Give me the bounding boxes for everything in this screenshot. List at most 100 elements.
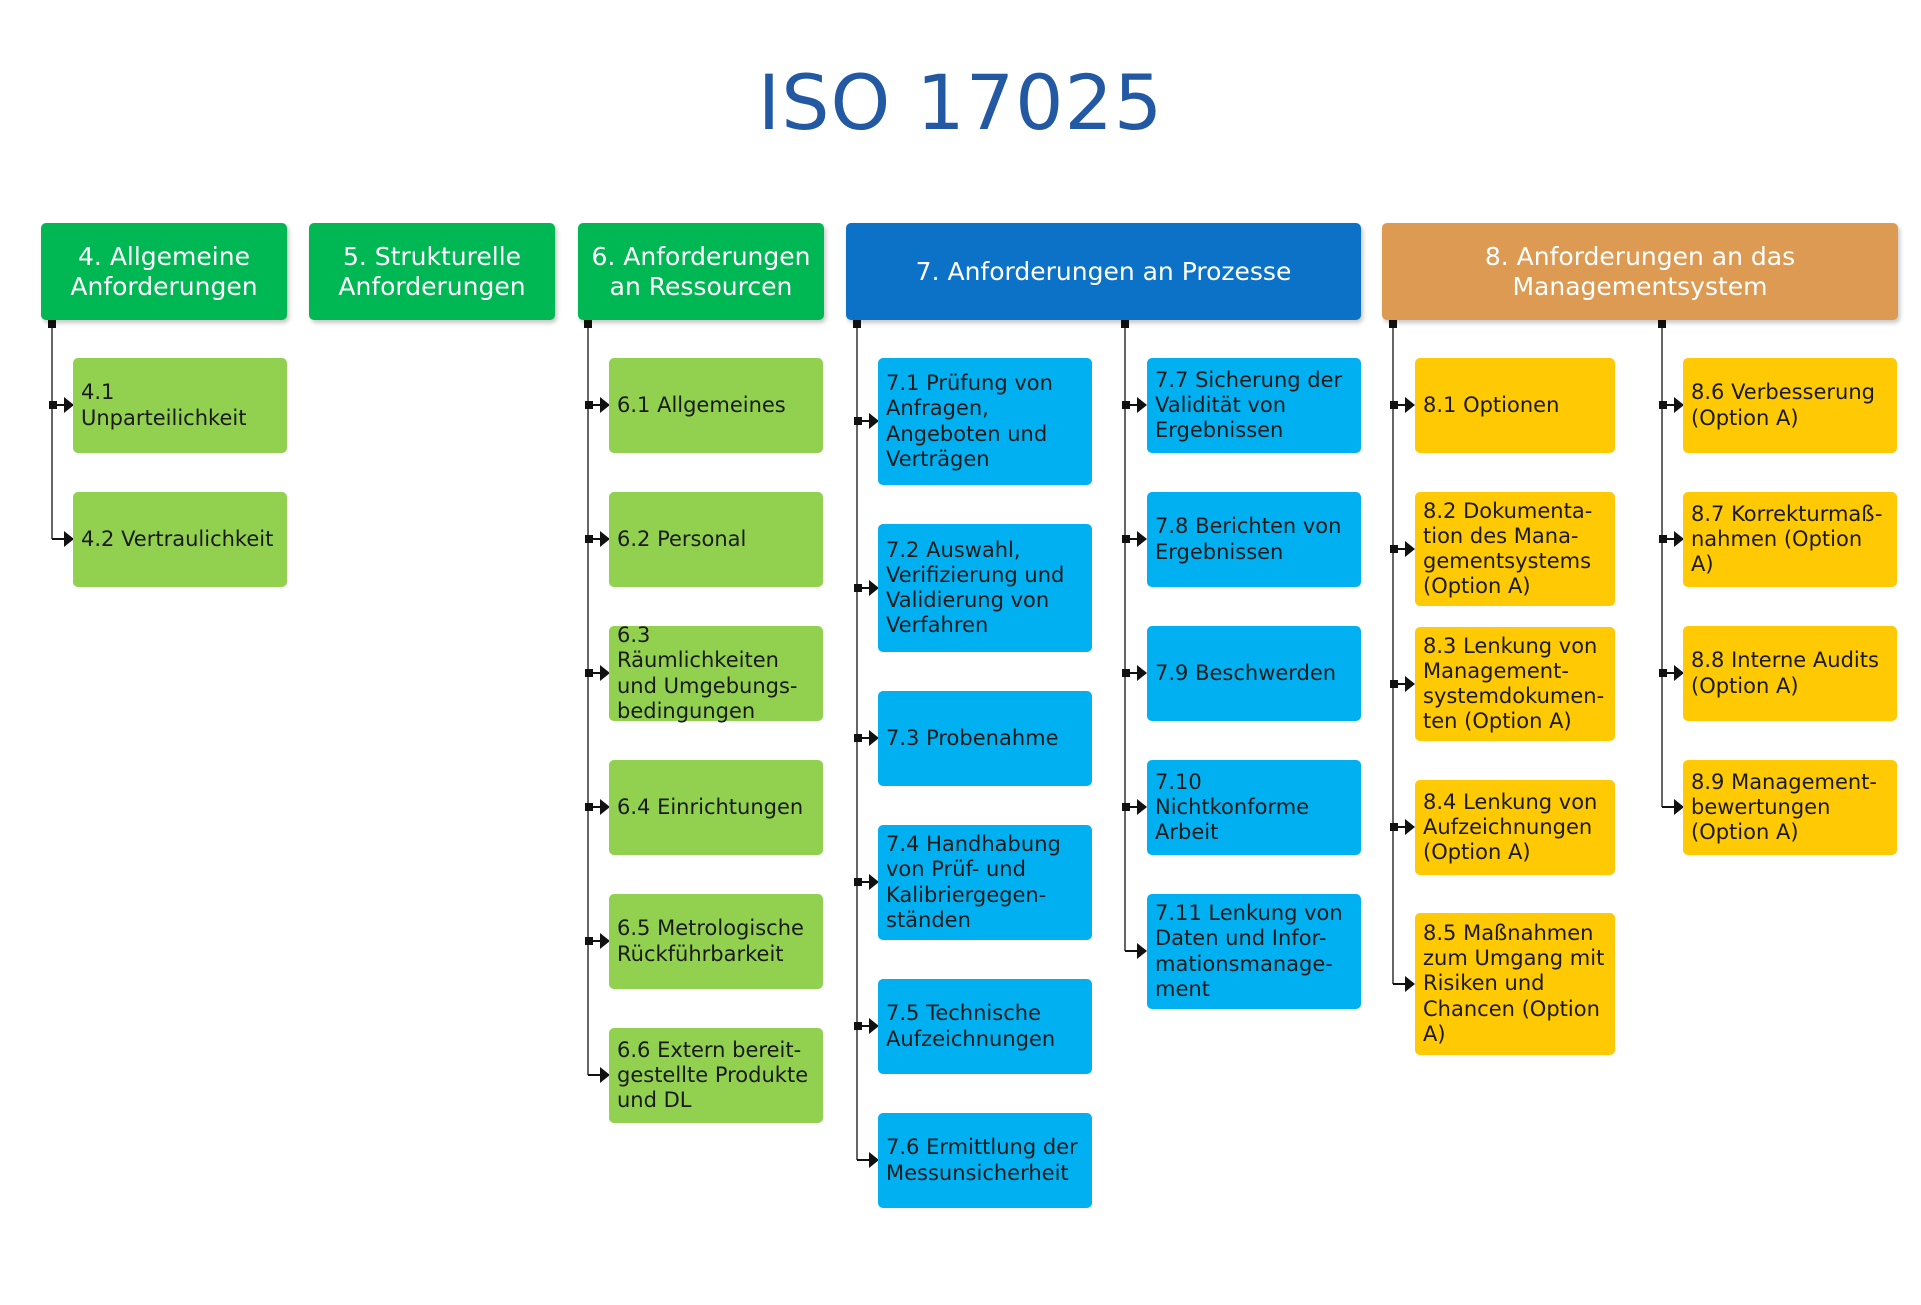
item-7-3: 7.3 Probenahme [878, 691, 1092, 786]
connector-arrowhead [1405, 819, 1415, 835]
section-6-header-label: 6. Anforderungen an Ressourcen [591, 241, 811, 301]
item-label: 7.3 Probenahme [886, 725, 1059, 750]
connector-joint-marker [585, 937, 593, 945]
item-label: 8.2 Dokumenta-tion des Mana-gementsystem… [1423, 498, 1593, 599]
connector-arrowhead [1137, 397, 1147, 413]
connector-joint-marker [1122, 401, 1130, 409]
item-6-4: 6.4 Einrichtungen [609, 760, 823, 855]
item-label: 7.8 Berichten von Ergebnissen [1155, 514, 1342, 564]
section-7-header-label: 7. Anforderungen an Prozesse [915, 256, 1292, 286]
connector-joint-marker [49, 401, 57, 409]
item-7-2: 7.2 Auswahl, Verifizierung und Validieru… [878, 524, 1092, 652]
item-label: 7.10 Nichtkonforme Arbeit [1155, 769, 1310, 845]
connector-joint-marker [1390, 401, 1398, 409]
item-8-5: 8.5 Maßnahmen zum Umgang mit Risiken und… [1415, 913, 1615, 1055]
connector-arrowhead [1137, 799, 1147, 815]
item-label: 6.6 Extern bereit-gestellte Produkte und… [617, 1037, 809, 1113]
item-label: 6.4 Einrichtungen [617, 794, 804, 819]
connector-start-marker [853, 320, 861, 328]
connector-joint-marker [1390, 680, 1398, 688]
connector-start-marker [48, 320, 56, 328]
item-6-1: 6.1 Allgemeines [609, 358, 823, 453]
connector-joint-marker [1390, 823, 1398, 831]
connector-joint-marker [854, 1022, 862, 1030]
connector-arrowhead [1405, 976, 1415, 992]
connector-joint-marker [854, 878, 862, 886]
item-7-1: 7.1 Prüfung von Anfragen, Angeboten und … [878, 358, 1092, 485]
connector-joint-marker [585, 803, 593, 811]
section-5-header: 5. Strukturelle Anforderungen [309, 223, 555, 320]
item-label: 7.5 Technische Aufzeichnungen [886, 1001, 1056, 1051]
connector-arrowhead [1405, 541, 1415, 557]
connector-joint-marker [1122, 669, 1130, 677]
connector-start-marker [1389, 320, 1397, 328]
item-label: 6.2 Personal [617, 526, 747, 551]
item-7-9: 7.9 Beschwerden [1147, 626, 1361, 721]
section-6-header: 6. Anforderungen an Ressourcen [578, 223, 824, 320]
item-label: 8.9 Management-bewertungen (Option A) [1691, 769, 1877, 845]
connector-arrowhead [1405, 676, 1415, 692]
item-label: 6.1 Allgemeines [617, 392, 786, 417]
connector-joint-marker [854, 417, 862, 425]
item-8-6: 8.6 Verbesserung (Option A) [1683, 358, 1897, 453]
connector-joint-marker [585, 401, 593, 409]
item-7-6: 7.6 Ermittlung der Messunsicherheit [878, 1113, 1092, 1208]
item-8-8: 8.8 Interne Audits (Option A) [1683, 626, 1897, 721]
connector-joint-marker [1390, 545, 1398, 553]
item-label: 8.4 Lenkung von Aufzeichnungen (Option A… [1423, 789, 1598, 865]
item-4-2: 4.2 Vertraulichkeit [73, 492, 287, 587]
item-7-5: 7.5 Technische Aufzeichnungen [878, 979, 1092, 1074]
connector-start-marker [1121, 320, 1129, 328]
connector-start-marker [584, 320, 592, 328]
connector-arrowhead [1137, 531, 1147, 547]
connector-arrowhead [1137, 665, 1147, 681]
item-label: 7.9 Beschwerden [1155, 660, 1337, 685]
section-7-header: 7. Anforderungen an Prozesse [846, 223, 1361, 320]
item-6-6: 6.6 Extern bereit-gestellte Produkte und… [609, 1028, 823, 1123]
item-label: 6.5 Metrologische Rückführbarkeit [617, 916, 804, 966]
item-8-7: 8.7 Korrekturmaß-nahmen (Option A) [1683, 492, 1897, 587]
diagram-title: ISO 17025 [757, 58, 1164, 147]
item-6-2: 6.2 Personal [609, 492, 823, 587]
section-8-header-label: 8. Anforderungen an das Managementsystem [1484, 241, 1796, 301]
connector-joint-marker [1659, 535, 1667, 543]
item-label: 4.1 Unparteilichkeit [81, 380, 247, 430]
connector-arrowhead [1405, 397, 1415, 413]
connector-joint-marker [854, 734, 862, 742]
item-label: 8.7 Korrekturmaß-nahmen (Option A) [1691, 501, 1883, 577]
item-label: 7.2 Auswahl, Verifizierung und Validieru… [886, 537, 1065, 638]
connector-joint-marker [1659, 401, 1667, 409]
connector-arrowhead [1137, 943, 1147, 959]
section-5-header-label: 5. Strukturelle Anforderungen [338, 241, 526, 301]
connector-joint-marker [1659, 669, 1667, 677]
item-label: 7.11 Lenkung von Daten und Infor-mations… [1155, 901, 1343, 1001]
item-7-7: 7.7 Sicherung der Validität von Ergebnis… [1147, 358, 1361, 453]
item-7-4: 7.4 Handhabung von Prüf- und Kalibrierge… [878, 825, 1092, 940]
item-label: 7.6 Ermittlung der Messunsicherheit [886, 1135, 1078, 1185]
item-label: 7.1 Prüfung von Anfragen, Angeboten und … [886, 371, 1053, 471]
item-4-1: 4.1 Unparteilichkeit [73, 358, 287, 453]
section-8-header: 8. Anforderungen an das Managementsystem [1382, 223, 1898, 320]
item-7-11: 7.11 Lenkung von Daten und Infor-mations… [1147, 894, 1361, 1009]
item-label: 8.5 Maßnahmen zum Umgang mit Risiken und… [1423, 921, 1605, 1046]
item-7-10: 7.10 Nichtkonforme Arbeit [1147, 760, 1361, 855]
item-6-3: 6.3 Räumlichkeiten und Umgebungs-bedingu… [609, 623, 823, 723]
item-label: 8.8 Interne Audits (Option A) [1691, 648, 1879, 698]
item-8-9: 8.9 Management-bewertungen (Option A) [1683, 760, 1897, 855]
section-4-header: 4. Allgemeine Anforderungen [41, 223, 287, 320]
item-8-4: 8.4 Lenkung von Aufzeichnungen (Option A… [1415, 780, 1615, 875]
connector-joint-marker [1122, 803, 1130, 811]
item-8-2: 8.2 Dokumenta-tion des Mana-gementsystem… [1415, 492, 1615, 606]
item-label: 8.6 Verbesserung (Option A) [1691, 380, 1875, 430]
connector-joint-marker [1122, 535, 1130, 543]
item-label: 7.4 Handhabung von Prüf- und Kalibrierge… [886, 832, 1061, 932]
item-label: 6.3 Räumlichkeiten und Umgebungs-bedingu… [617, 623, 798, 723]
item-6-5: 6.5 Metrologische Rückführbarkeit [609, 894, 823, 989]
connector-start-marker [1658, 320, 1666, 328]
item-8-3: 8.3 Lenkung von Management-systemdokumen… [1415, 627, 1615, 741]
connector-joint-marker [854, 584, 862, 592]
item-7-8: 7.8 Berichten von Ergebnissen [1147, 492, 1361, 587]
item-label: 8.3 Lenkung von Management-systemdokumen… [1423, 633, 1605, 734]
connector-joint-marker [585, 535, 593, 543]
